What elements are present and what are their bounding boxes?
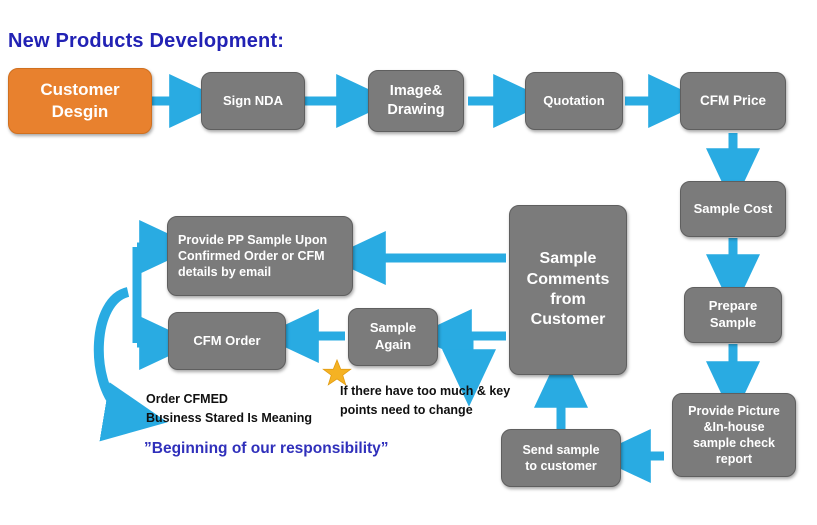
node-send-sample[interactable]: Send sample to customer xyxy=(501,429,621,487)
page-title: New Products Development: xyxy=(8,30,285,52)
node-sample-comments[interactable]: Sample Comments from Customer xyxy=(509,205,627,375)
star-icon xyxy=(322,358,352,386)
node-cfm-order[interactable]: CFM Order xyxy=(168,312,286,370)
arrow-curved-to-order-note xyxy=(93,287,168,442)
node-provide-picture[interactable]: Provide Picture &In-house sample check r… xyxy=(672,393,796,477)
star-note: If there have too much & key points need… xyxy=(340,384,511,417)
node-provide-pp-sample[interactable]: Provide PP Sample Upon Confirmed Order o… xyxy=(167,216,353,296)
node-sample-cost[interactable]: Sample Cost xyxy=(680,181,786,237)
responsibility-quote: ”Beginning of our responsibility” xyxy=(144,440,389,457)
node-sample-again[interactable]: Sample Again xyxy=(348,308,438,366)
node-quotation[interactable]: Quotation xyxy=(525,72,623,130)
node-cfm-price[interactable]: CFM Price xyxy=(680,72,786,130)
node-image-drawing[interactable]: Image& Drawing xyxy=(368,70,464,132)
node-prepare-sample[interactable]: Prepare Sample xyxy=(684,287,782,343)
order-cfmed-note: Order CFMED Business Stared Is Meaning xyxy=(146,392,313,425)
node-sign-nda[interactable]: Sign NDA xyxy=(201,72,305,130)
node-customer-design[interactable]: Customer Desgin xyxy=(8,68,152,134)
